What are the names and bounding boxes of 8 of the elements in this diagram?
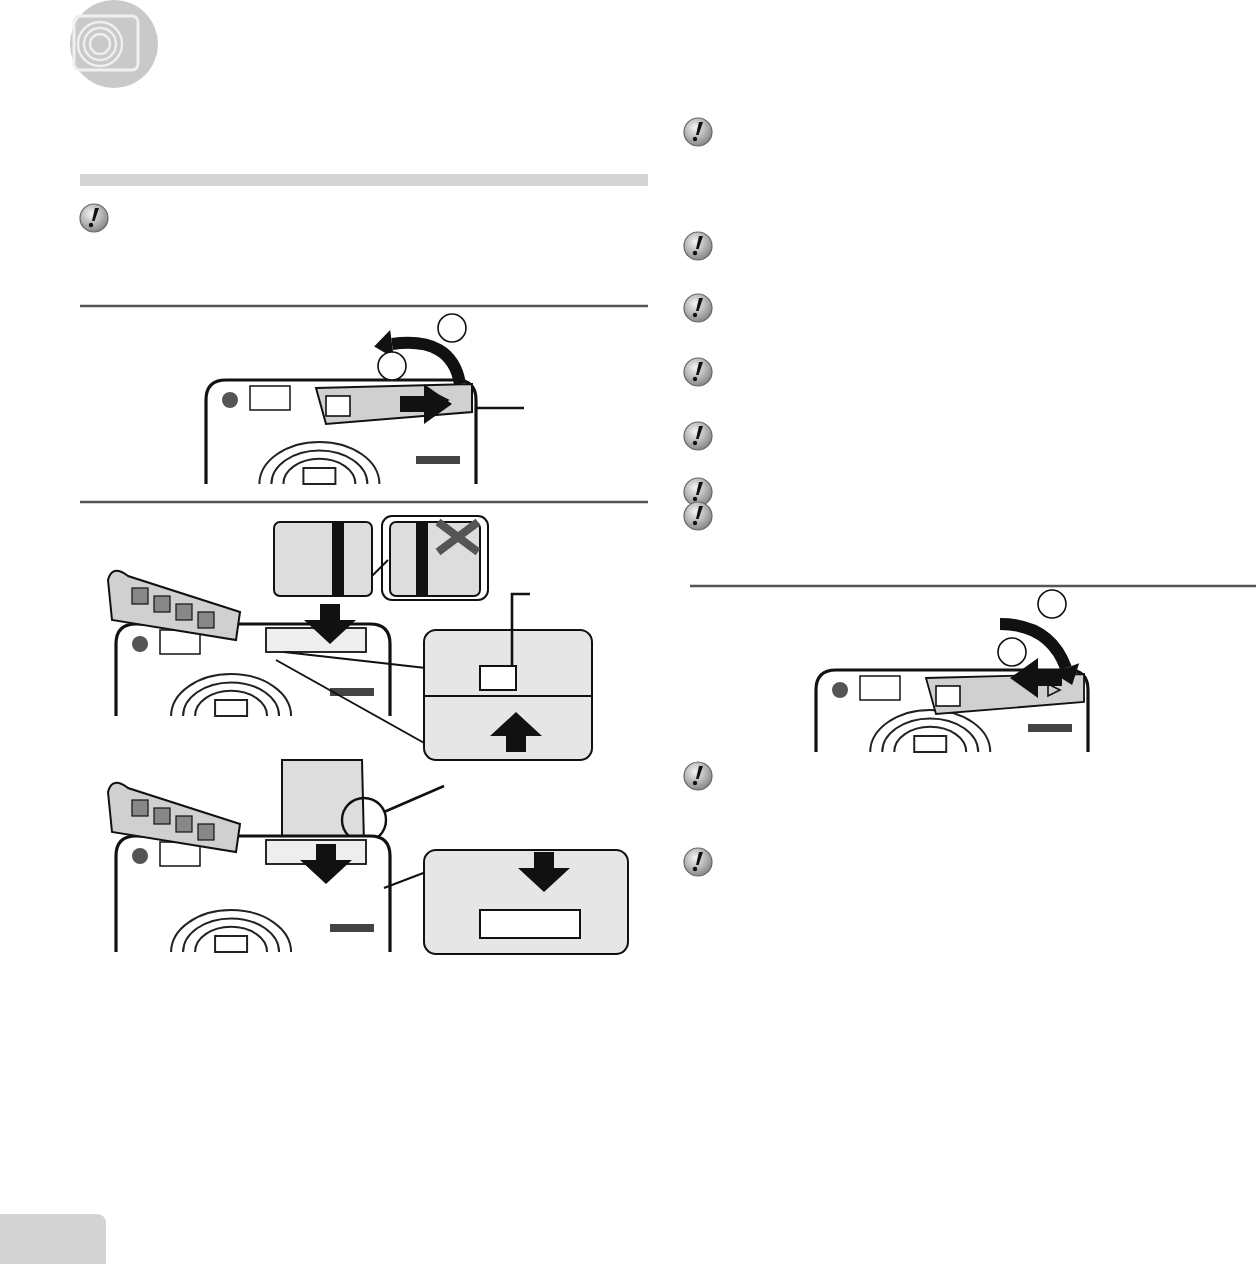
leader-line [383, 784, 445, 814]
leader-line [510, 592, 530, 666]
step-marker [997, 637, 1027, 667]
step-marker [377, 351, 407, 381]
leader-line [476, 406, 524, 410]
lock-knob [479, 665, 517, 691]
step-marker [437, 313, 467, 343]
step-marker [1037, 589, 1067, 619]
